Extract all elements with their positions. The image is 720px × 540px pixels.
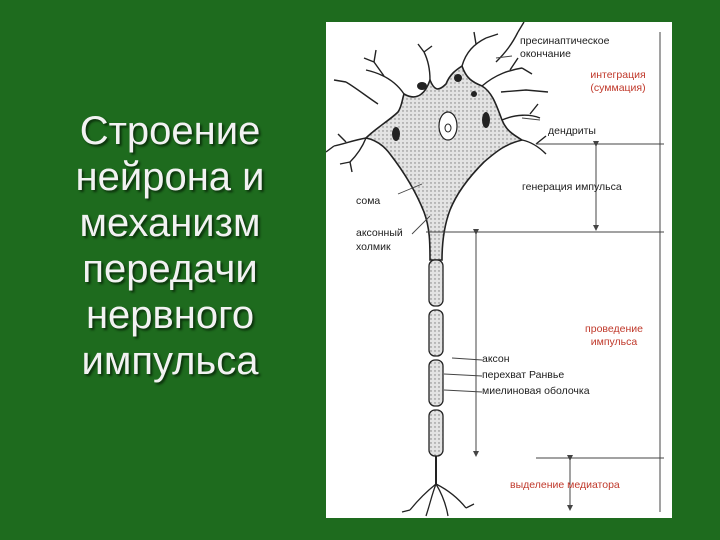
title-line: передачи [82,247,258,291]
conduction-label: импульса [591,336,638,348]
presynaptic-label: окончание [520,48,571,60]
dendrites-label: дендриты [548,125,596,137]
soma-shape [364,64,525,261]
axon-terminals [401,483,475,517]
axon-hillock-label: холмик [356,241,391,253]
impulse-generation-label: генерация импульса [522,181,622,193]
integration-label: интеграция [590,69,645,81]
title-line: импульса [81,339,259,383]
neuron-svg: пресинаптическое окончание интеграция (с… [326,22,664,517]
ranvier-node-label: перехват Ранвье [482,369,564,381]
conduction-label: проведение [585,323,643,335]
myelin-sheath-label: миелиновая оболочка [482,385,590,397]
synaptic-boutons [392,74,490,141]
slide-title: Строение нейрона и механизм передачи нер… [40,108,300,384]
soma-label: сома [356,195,380,207]
mediator-release-label: выделение медиатора [510,479,620,491]
presynaptic-label: пресинаптическое [520,35,610,47]
leader-lines [397,55,541,393]
dendrites-shape [326,22,549,173]
title-line: нейрона и [75,155,265,199]
title-line: Строение [79,109,261,153]
title-line: механизм [79,201,261,245]
axon-shape [428,259,444,484]
axon-hillock-label: аксонный [356,227,403,239]
axon-label: аксон [482,353,510,365]
integration-label: (суммация) [590,82,645,94]
title-line: нервного [85,293,255,337]
neuron-diagram: пресинаптическое окончание интеграция (с… [326,22,672,518]
bracket-lines [426,32,664,512]
